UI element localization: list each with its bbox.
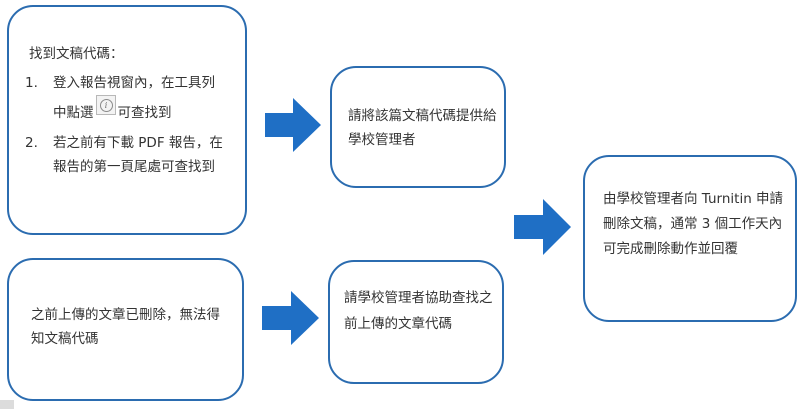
arrow-right-icon xyxy=(514,199,571,255)
step-text: 登入報告視窗內，在工具列中點選 xyxy=(53,75,215,121)
deleted-upload-box: 之前上傳的文章已刪除，無法得知文稿代碼 xyxy=(7,258,244,401)
arrow-right-icon xyxy=(262,291,319,345)
step-text: 若之前有下載 PDF 報告，在報告的第一頁尾處可查找到 xyxy=(53,135,223,175)
find-code-steps: 1. 登入報告視窗內，在工具列中點選可查找到 2. 若之前有下載 PDF 報告，… xyxy=(25,71,225,185)
provide-code-text: 請將該篇文稿代碼提供給學校管理者 xyxy=(348,108,497,148)
request-deletion-box: 由學校管理者向 Turnitin 申請刪除文稿，通常 3 個工作天內可完成刪除動… xyxy=(583,155,797,322)
corner-thumbnail-icon xyxy=(0,400,14,409)
admin-lookup-text: 請學校管理者協助查找之前上傳的文章代碼 xyxy=(344,290,493,332)
step-text-continued: 可查找到 xyxy=(117,105,172,121)
step-item: 1. 登入報告視窗內，在工具列中點選可查找到 xyxy=(25,71,225,125)
find-code-box: 找到文稿代碼： 1. 登入報告視窗內，在工具列中點選可查找到 2. 若之前有下載… xyxy=(7,5,247,235)
admin-lookup-box: 請學校管理者協助查找之前上傳的文章代碼 xyxy=(328,260,504,384)
step-item: 2. 若之前有下載 PDF 報告，在報告的第一頁尾處可查找到 xyxy=(25,131,225,179)
step-number: 2. xyxy=(25,135,38,151)
arrow-right-icon xyxy=(265,98,321,152)
provide-code-box: 請將該篇文稿代碼提供給學校管理者 xyxy=(330,66,506,188)
step-number: 1. xyxy=(25,75,38,91)
info-icon xyxy=(95,95,116,115)
deleted-upload-text: 之前上傳的文章已刪除，無法得知文稿代碼 xyxy=(31,307,220,347)
find-code-heading: 找到文稿代碼： xyxy=(29,46,124,62)
request-deletion-text: 由學校管理者向 Turnitin 申請刪除文稿，通常 3 個工作天內可完成刪除動… xyxy=(603,191,784,257)
